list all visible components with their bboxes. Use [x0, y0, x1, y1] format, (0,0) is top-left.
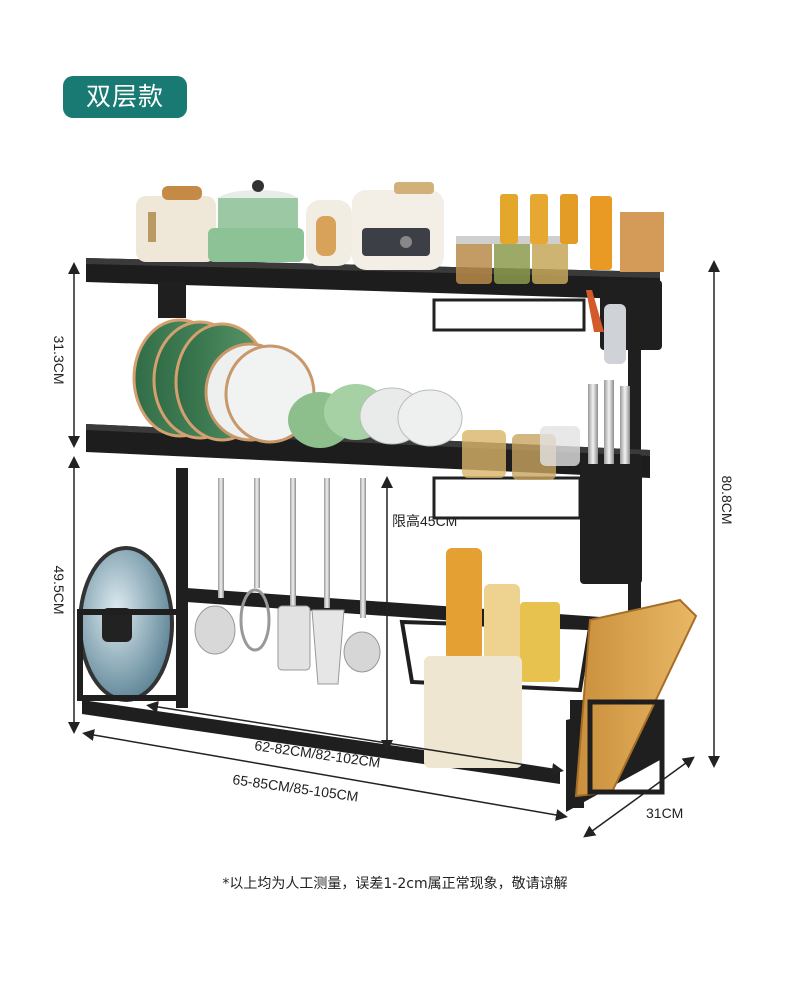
kettle: [306, 200, 352, 266]
upper-tier-height-label: 31.3CM: [51, 335, 67, 384]
toaster: [136, 186, 216, 262]
dimension-lines: [68, 260, 720, 838]
measurement-footnote: *以上均为人工测量，误差1-2cm属正常现象，敬请谅解: [222, 876, 568, 892]
pot-lid-holder: [77, 546, 183, 702]
white-plates: [204, 342, 316, 444]
rice-cooker: [352, 182, 444, 270]
lower-height-label: 49.5CM: [51, 565, 67, 614]
sink-basket: [399, 548, 593, 768]
clearance-label: 限高45CM: [392, 513, 457, 529]
glass-cups: [462, 426, 580, 480]
cooking-pot: [208, 180, 304, 262]
oil-bottles: [500, 194, 612, 270]
hanging-scissors: [586, 290, 626, 364]
hanging-utensils: [194, 478, 381, 685]
total-height-label: 80.8CM: [719, 475, 735, 524]
depth-label: 31CM: [646, 805, 683, 821]
chopsticks: [620, 212, 664, 272]
bowls: [288, 384, 463, 448]
knives: [588, 380, 630, 464]
outer-width-label: 65-85CM/85-105CM: [232, 771, 360, 804]
product-variant-badge: 双层款: [63, 76, 187, 118]
